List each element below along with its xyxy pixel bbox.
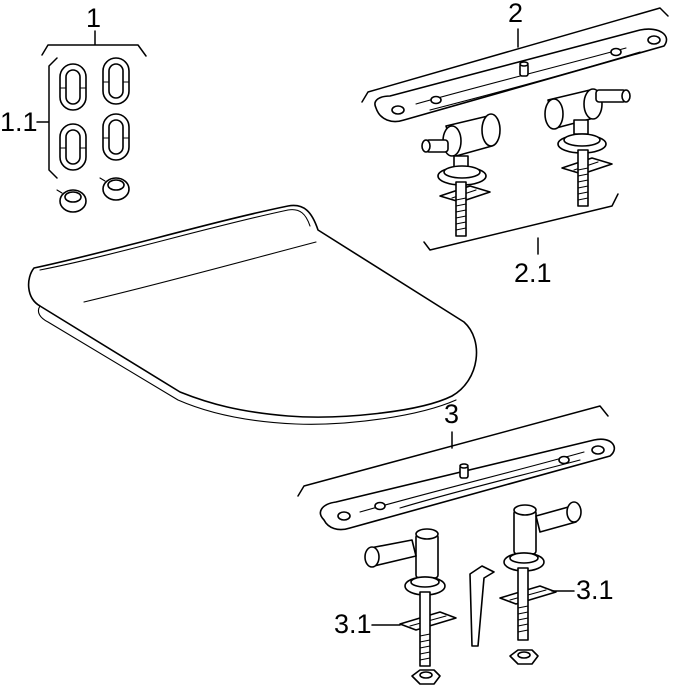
group-2-hinge-set: 2 [361,0,669,288]
allen-key-icon [469,565,495,647]
round-buffer [99,177,130,201]
hinge-plate-icon [319,438,616,531]
bracket-group-3 [297,405,609,497]
label-part-3-1-left: 3.1 [334,609,372,639]
label-part-3-1-right: 3.1 [576,575,614,605]
hinge-bolt-icon [499,501,582,641]
hinge-bolt-icon [544,88,631,207]
label-part-3: 3 [444,399,459,429]
buffer-pad [102,57,130,105]
group-3-hinge-set: 3 [297,399,616,685]
label-part-1-1: 1.1 [0,107,38,137]
buffer-pad [59,63,87,111]
bracket-group-1 [41,30,147,57]
hinge-plate-icon [374,28,668,123]
bracket-group-2-1 [423,193,619,255]
nut-icon [411,669,441,685]
label-part-2: 2 [508,0,523,28]
label-part-2-1: 2.1 [514,258,552,288]
hinge-bolt-icon [421,113,501,237]
hinge-bolt-icon [364,528,457,667]
toilet-seat-lid-icon [27,204,478,425]
buffer-pad [59,123,87,171]
buffer-pad [102,113,130,161]
bracket-group-2 [361,7,669,103]
group-1-buffers: 1 1.1 [0,3,147,213]
nut-icon [509,649,539,665]
round-buffer [56,189,87,213]
bracket-group-1-1 [36,57,58,179]
label-part-1: 1 [86,3,101,33]
